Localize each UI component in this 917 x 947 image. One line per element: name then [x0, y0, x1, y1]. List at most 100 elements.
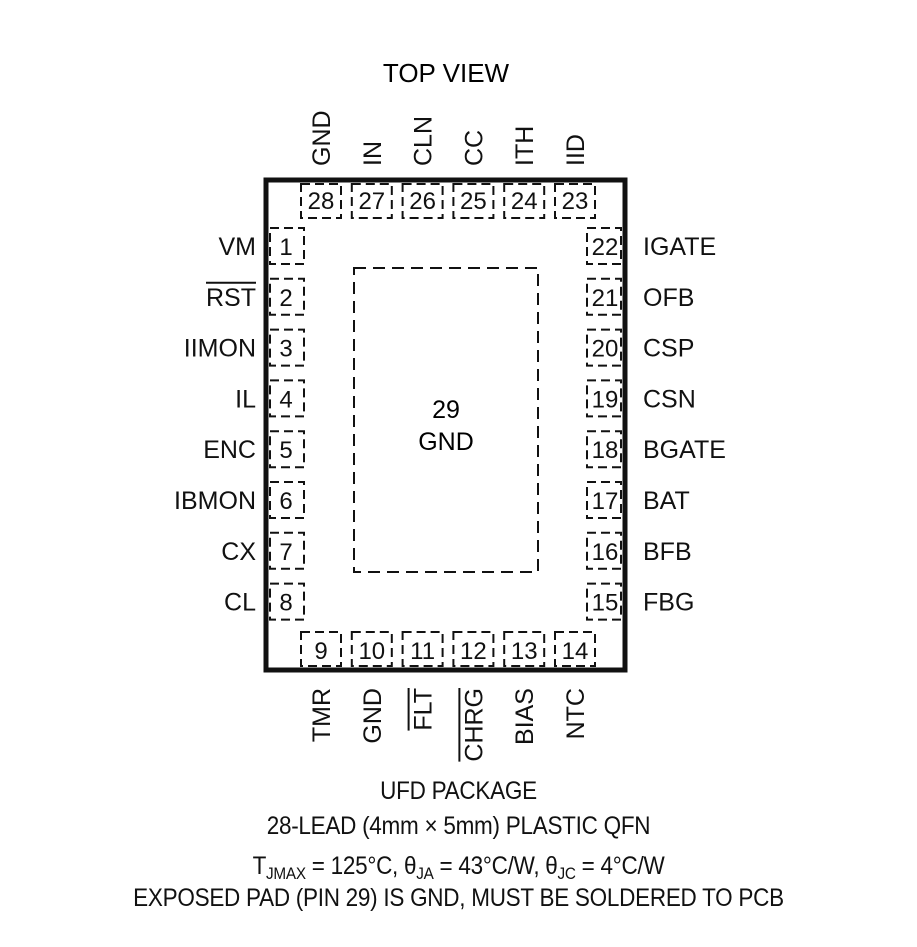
pin-number-28: 28 — [308, 188, 335, 215]
pin-pad-13 — [503, 631, 546, 667]
pin-number-9: 9 — [314, 638, 327, 665]
pin-label-chrg: CHRG — [460, 688, 488, 762]
pin-label-cc-top: CC — [460, 130, 488, 166]
pin-pad-1 — [269, 227, 305, 265]
pin-number-6: 6 — [279, 488, 292, 515]
pin-number-27: 27 — [358, 188, 385, 215]
pin-label-igate: IGATE — [643, 233, 716, 261]
pin-label-flt: FLT — [410, 688, 438, 731]
pin-pad-19 — [586, 379, 622, 418]
pin-pad-3 — [269, 328, 305, 367]
pin-number-5: 5 — [279, 437, 292, 464]
pin-number-11: 11 — [410, 638, 435, 665]
theta-jc-subscript: JC — [557, 864, 576, 883]
pin-number-22: 22 — [592, 234, 619, 261]
tjmax-symbol: T — [252, 852, 267, 880]
pin-pad-5 — [269, 430, 305, 469]
pin-number-12: 12 — [460, 638, 487, 665]
pin-pad-25 — [452, 183, 495, 219]
pin-label-il: IL — [235, 385, 256, 413]
pin-number-20: 20 — [592, 336, 619, 363]
pin-number-21: 21 — [592, 285, 619, 312]
theta-jc-value: = 4°C/W — [575, 852, 665, 880]
pin-label-in-top: IN — [359, 141, 387, 166]
pin-pad-22 — [586, 227, 622, 265]
pin-pad-4 — [269, 379, 305, 418]
pin-number-15: 15 — [592, 590, 619, 617]
pin-label-ofb: OFB — [643, 284, 694, 312]
pin-number-4: 4 — [279, 386, 292, 413]
pin-pad-23 — [554, 183, 596, 219]
pin-number-10: 10 — [358, 638, 385, 665]
pin-label-cx: CX — [221, 538, 256, 566]
theta-ja-value: = 43°C/W, θ — [433, 852, 558, 880]
pin-label-cln-top: CLN — [410, 116, 438, 166]
pin-number-17: 17 — [592, 488, 619, 515]
exposed-pad-name: GND — [418, 428, 474, 456]
tjmax-subscript: JMAX — [266, 864, 306, 883]
pin-label-tmr: TMR — [308, 688, 336, 742]
pin-pad-28 — [300, 183, 342, 219]
pin-number-14: 14 — [562, 638, 589, 665]
pin-label-ibmon: IBMON — [174, 487, 256, 515]
pin-number-8: 8 — [279, 590, 292, 617]
pin-label-bat: BAT — [643, 487, 690, 515]
pin-number-2: 2 — [279, 285, 292, 312]
pin-pad-2 — [269, 277, 305, 316]
pin-number-19: 19 — [592, 386, 619, 413]
theta-ja-subscript: JA — [416, 864, 434, 883]
pin-label-bias: BIAS — [511, 688, 539, 745]
pin-number-16: 16 — [592, 539, 619, 566]
top-view-title: TOP VIEW — [383, 58, 510, 88]
pin-number-13: 13 — [511, 638, 538, 665]
caption-line-4: EXPOSED PAD (PIN 29) IS GND, MUST BE SOL… — [133, 884, 784, 912]
pin-pad-7 — [269, 531, 305, 570]
pin-number-23: 23 — [562, 188, 589, 215]
pin-pad-21 — [586, 277, 622, 316]
caption-line-3: TJMAX = 125°C, θJA = 43°C/W, θJC = 4°C/W — [46, 852, 871, 883]
package-outline — [263, 177, 628, 673]
tjmax-value: = 125°C, θ — [305, 852, 417, 880]
pin-pad-9 — [300, 631, 342, 667]
pin-number-25: 25 — [460, 188, 487, 215]
pin-label-ith-top: ITH — [511, 126, 539, 166]
pin-label-csp: CSP — [643, 335, 694, 363]
pin-label-cl: CL — [224, 589, 256, 617]
pin-pad-14 — [554, 631, 596, 667]
pin-number-18: 18 — [592, 437, 619, 464]
exposed-pad — [353, 267, 539, 573]
pin-label-enc: ENC — [203, 436, 256, 464]
pin-pad-10 — [350, 631, 393, 667]
pin-label-bgate: BGATE — [643, 436, 726, 464]
pin-label-vm: VM — [219, 233, 257, 261]
pin-label-gnd-top: GND — [308, 110, 336, 166]
pin-label-csn: CSN — [643, 385, 696, 413]
pin-pad-16 — [586, 531, 622, 570]
pin-pad-11 — [401, 631, 444, 667]
pin-pad-24 — [503, 183, 546, 219]
pin-label-bfb: BFB — [643, 538, 692, 566]
pin-label-gnd: GND — [359, 688, 387, 744]
exposed-pad-number: 29 — [432, 396, 460, 424]
pin-label-rst: RST — [206, 284, 256, 312]
caption-line-2: 28-LEAD (4mm × 5mm) PLASTIC QFN — [266, 812, 651, 840]
pin-pad-17 — [586, 481, 622, 519]
caption-line-1: UFD PACKAGE — [380, 777, 537, 805]
pin-pad-6 — [269, 481, 305, 519]
pin-label-fbg: FBG — [643, 589, 694, 617]
pin-label-ntc: NTC — [562, 688, 590, 739]
pin-number-3: 3 — [279, 336, 292, 363]
pin-pad-27 — [350, 183, 393, 219]
pin-number-24: 24 — [511, 188, 538, 215]
pin-pad-12 — [452, 631, 495, 667]
pin-pad-18 — [586, 430, 622, 469]
pin-label-iid-top: IID — [562, 134, 590, 166]
pin-number-1: 1 — [279, 234, 292, 261]
pin-pad-8 — [269, 582, 305, 621]
pin-pad-15 — [586, 582, 622, 621]
pin-pad-26 — [401, 183, 444, 219]
pin-pad-20 — [586, 328, 622, 367]
pin-number-7: 7 — [279, 539, 292, 566]
pin-label-iimon: IIMON — [184, 335, 256, 363]
